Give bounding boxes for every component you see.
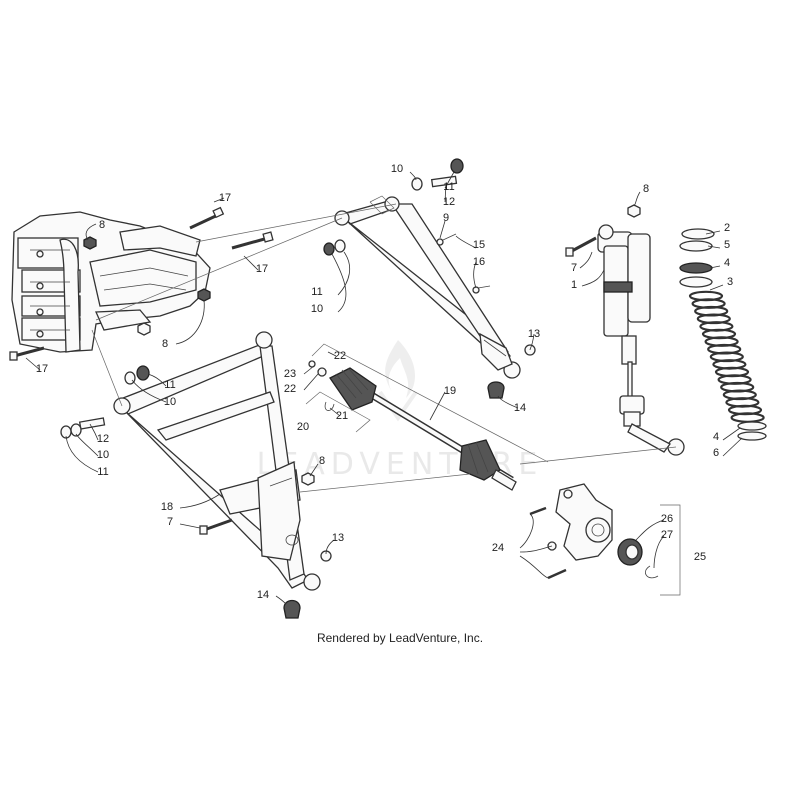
callout-c3: 3 [727, 276, 733, 288]
callout-c14b: 14 [257, 589, 269, 601]
nut-8-frame-middle [197, 288, 211, 302]
bolt-7-shock [565, 236, 597, 257]
callout-c26: 26 [661, 513, 673, 525]
callout-c12b: 12 [97, 433, 109, 445]
callout-c4b: 4 [713, 431, 719, 443]
callout-c7b: 7 [167, 516, 173, 528]
callout-c13a: 13 [528, 328, 540, 340]
callout-c4a: 4 [724, 257, 730, 269]
wheel-bearing [617, 538, 659, 579]
callout-c7a: 7 [571, 262, 577, 274]
frame-chassis [11, 211, 211, 353]
callout-c1: 1 [571, 279, 577, 291]
callout-c15: 15 [473, 239, 485, 251]
callout-c11b: 11 [311, 286, 322, 298]
render-credit: Rendered by LeadVenture, Inc. [316, 631, 484, 645]
callout-c23: 23 [284, 368, 296, 380]
callout-c9: 9 [443, 212, 449, 224]
nut-8-frame-top [83, 236, 97, 250]
upper-arm-bushings [323, 158, 464, 256]
callout-c11d: 11 [97, 466, 108, 478]
callout-c17b: 17 [256, 263, 268, 275]
callout-c11a: 11 [443, 181, 454, 193]
callout-c12a: 12 [443, 196, 455, 208]
coil-spring [688, 290, 765, 423]
callout-c10a: 10 [391, 163, 403, 175]
nut-8-shock [627, 204, 641, 218]
callout-c13b: 13 [332, 532, 344, 544]
leader-lines [25, 171, 743, 605]
callout-c21: 21 [336, 410, 348, 422]
callout-c8a: 8 [643, 183, 649, 195]
shock-absorber [597, 224, 685, 456]
guide-lines [91, 195, 681, 596]
callout-c18: 18 [161, 501, 173, 513]
callout-c16: 16 [473, 256, 485, 268]
lower-arm-bushings [60, 365, 150, 439]
lower-a-arm [113, 331, 321, 591]
callout-c2: 2 [724, 222, 730, 234]
callout-c14a: 14 [514, 402, 526, 414]
nut-8-lower-arm [301, 472, 315, 486]
drive-shaft [308, 360, 517, 491]
upper-a-arm [334, 196, 521, 379]
steering-knuckle [547, 483, 613, 561]
callout-c11c: 11 [164, 379, 175, 391]
callout-c10b: 10 [311, 303, 323, 315]
callout-c22b: 22 [284, 383, 296, 395]
callout-c8d: 8 [319, 455, 325, 467]
knuckle-bolts-24 [529, 506, 567, 580]
bolt-17-middle [231, 231, 274, 250]
spring-seats [679, 228, 767, 441]
bolt-17-lower [9, 346, 45, 361]
callout-c25: 25 [694, 551, 706, 563]
callout-c6: 6 [713, 447, 719, 459]
bolt-7-lower-arm [199, 518, 233, 535]
nut-8-frame-lower [137, 322, 151, 336]
bolt-17-top [189, 206, 225, 230]
callout-labels: 2543468711011129151611101781781713142223… [36, 163, 733, 601]
callout-c8b: 8 [99, 219, 105, 231]
callout-c17a: 17 [219, 192, 231, 204]
callout-c10c: 10 [164, 396, 176, 408]
callout-c10d: 10 [97, 449, 109, 461]
callout-c19: 19 [444, 385, 456, 397]
callout-c17c: 17 [36, 363, 48, 375]
callout-c20: 20 [297, 421, 309, 433]
callout-c22a: 22 [334, 350, 346, 362]
callout-c27: 27 [661, 529, 673, 541]
callout-c5: 5 [724, 239, 730, 251]
callout-c8c: 8 [162, 338, 168, 350]
callout-c24: 24 [492, 542, 504, 554]
